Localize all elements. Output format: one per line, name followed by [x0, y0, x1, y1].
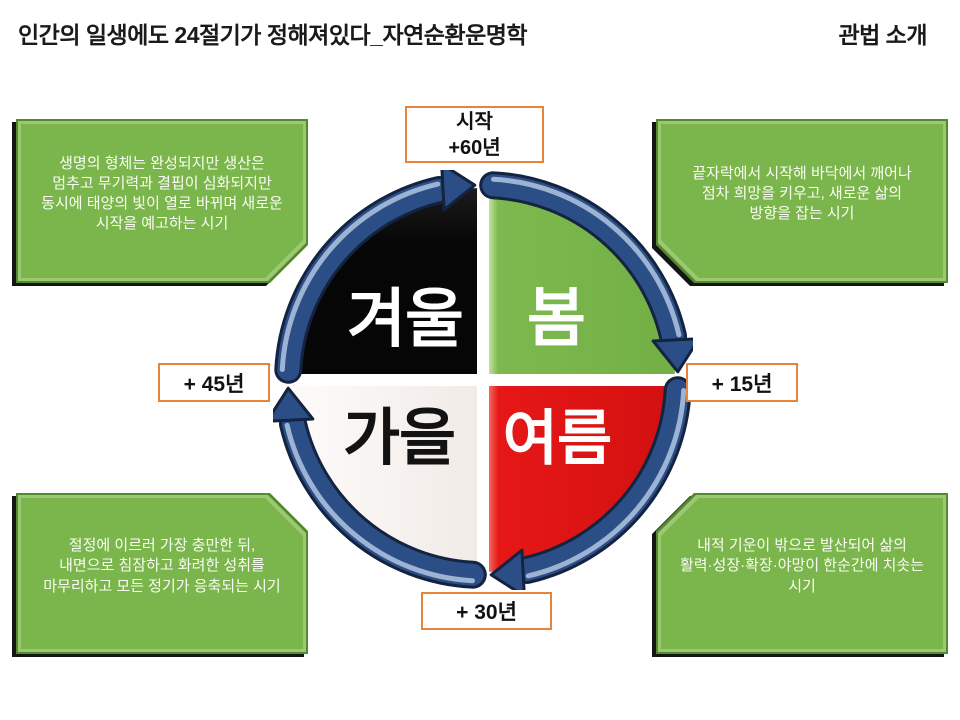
note-fill: [21, 124, 303, 278]
year-tag-30: + 30년: [421, 592, 552, 630]
winter-wedge: [291, 188, 477, 374]
note-winter-box: 생명의 형체는 완성되지만 생산은 멈추고 무기력과 결핍이 심화되지만 동시에…: [16, 119, 308, 283]
note-summer-box: 내적 기운이 밖으로 발산되어 삶의 활력·성장·확장·야망이 한순간에 치솟는…: [652, 493, 948, 657]
cycle-arc-top-left: [274, 176, 454, 384]
cycle-arrow-bottom-icon: [489, 548, 526, 590]
spring-wedge: [489, 188, 675, 374]
note-summer-text: 내적 기운이 밖으로 발산되어 삶의 활력·성장·확장·야망이 한순간에 치솟는…: [679, 537, 925, 595]
note-spring-box: 끝자락에서 시작해 바닥에서 깨어나 점차 희망을 키우고, 새로운 삶의 방향…: [656, 119, 948, 283]
note-fill: [661, 498, 943, 649]
note-spring-text: 끝자락에서 시작해 바닥에서 깨어나 점차 희망을 키우고, 새로운 삶의 방향…: [692, 164, 912, 223]
cycle-arc-top-right: [479, 171, 687, 351]
season-label-summer: 여름: [502, 405, 612, 472]
slide-title: 인간의 일생에도 24절기가 정해져있다_자연순환운명학: [18, 22, 528, 48]
summer-wedge: [489, 386, 675, 572]
slide-corner-label: 관법 소개: [838, 22, 927, 48]
year-tag-15: + 15년: [686, 363, 798, 402]
start-year-tag: 시작 +60년: [405, 106, 544, 163]
season-cycle-diagram: [273, 170, 693, 590]
season-label-autumn: 가을: [342, 404, 456, 473]
note-autumn-text: 절정에 이르러 가장 충만한 뒤, 내면으로 침잠하고 화려한 성취를 마무리하…: [43, 537, 281, 595]
season-label-winter: 겨울: [347, 283, 464, 355]
cycle-arrow-right-icon: [651, 337, 693, 374]
cycle-arc-bottom-right: [512, 376, 692, 584]
cycle-arrow-left-icon: [273, 386, 315, 423]
note-autumn-box: 절정에 이르러 가장 충만한 뒤, 내면으로 침잠하고 화려한 성취를 마무리하…: [16, 493, 308, 654]
season-label-spring: 봄: [527, 282, 586, 354]
cycle-arc-bottom-left: [279, 409, 487, 589]
autumn-wedge: [291, 386, 477, 572]
cycle-arrow-top-icon: [440, 170, 477, 212]
note-fill: [21, 498, 303, 649]
header: 인간의 일생에도 24절기가 정해져있다_자연순환운명학 관법 소개: [18, 16, 927, 50]
year-tag-45: + 45년: [158, 363, 270, 402]
note-winter-text: 생명의 형체는 완성되지만 생산은 멈추고 무기력과 결핍이 심화되지만 동시에…: [41, 154, 283, 233]
note-fill: [661, 124, 943, 278]
